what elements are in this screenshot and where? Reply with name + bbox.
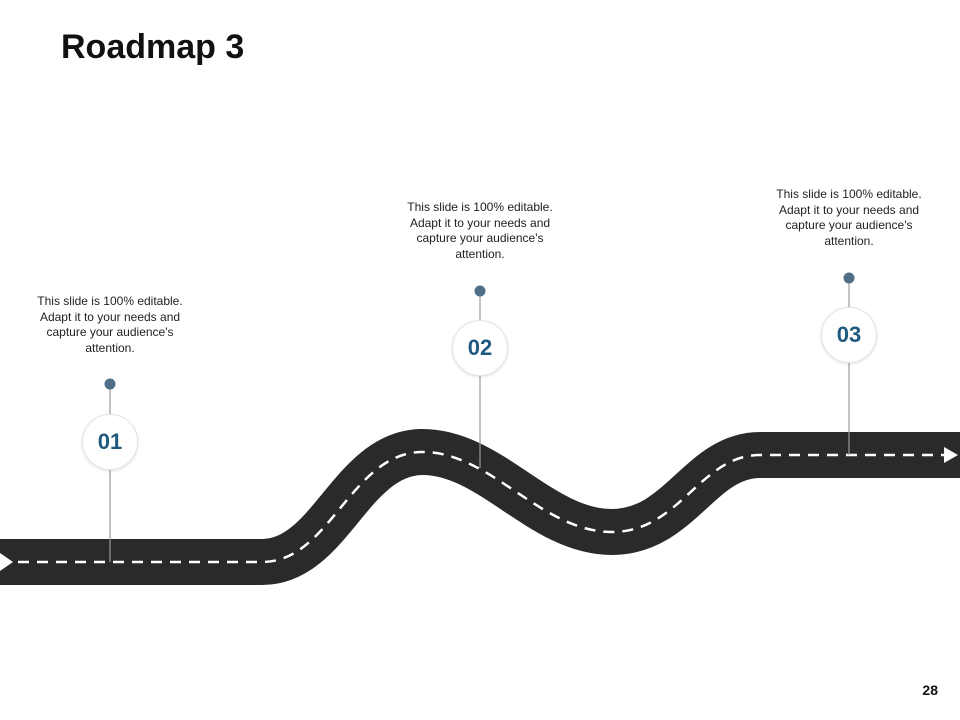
- page-number: 28: [922, 682, 938, 698]
- road-end-arrow: [944, 447, 958, 463]
- slide-title: Roadmap 3: [61, 28, 245, 66]
- milestone-3-pin: [843, 272, 855, 284]
- milestone-1-badge: 01: [82, 414, 138, 470]
- road-start-arrow: [0, 553, 13, 571]
- road: [0, 429, 960, 585]
- milestone-3-text: This slide is 100% editable. Adapt it to…: [776, 187, 922, 248]
- milestone-2-pin: [474, 285, 486, 297]
- milestone-2-badge: 02: [452, 320, 508, 376]
- milestone-1-pin: [104, 378, 116, 390]
- milestone-2-text: This slide is 100% editable. Adapt it to…: [407, 200, 553, 261]
- milestone-3-badge: 03: [821, 307, 877, 363]
- milestone-1-text: This slide is 100% editable. Adapt it to…: [37, 294, 183, 355]
- road-center-line: [0, 450, 955, 564]
